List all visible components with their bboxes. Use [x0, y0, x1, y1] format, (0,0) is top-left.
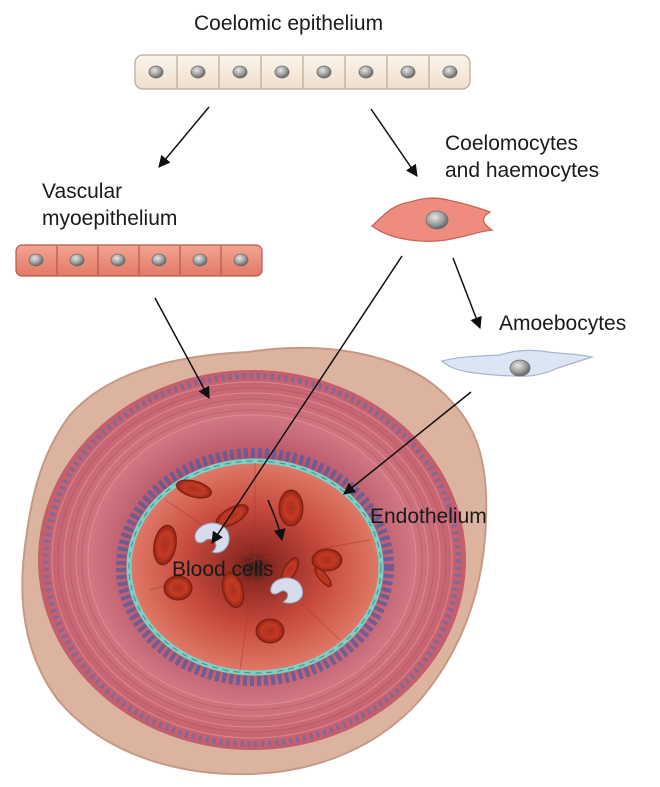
amoebocyte-cell: [442, 350, 592, 376]
label-coelomocytes-line1: Coelomocytes: [445, 130, 599, 157]
label-vascular-line1: Vascular: [42, 178, 177, 205]
label-blood-cells: Blood cells: [172, 556, 274, 583]
arrow-epithelium-to-vascular: [159, 107, 209, 167]
label-vascular-line2: myoepithelium: [42, 205, 177, 232]
arrow-epithelium-to-coelomocytes: [371, 109, 417, 176]
label-coelomic-epithelium: Coelomic epithelium: [194, 10, 383, 37]
coelomocyte-cell: [372, 198, 492, 241]
vascular-myoepithelium-cells: [16, 245, 262, 276]
arrow-coelomocytes-to-amoebocytes: [453, 258, 480, 328]
label-amoebocytes: Amoebocytes: [499, 310, 626, 337]
label-endothelium: Endothelium: [370, 503, 487, 530]
label-coelomocytes-line2: and haemocytes: [445, 157, 599, 184]
coelomic-epithelium-cells: [135, 55, 470, 89]
label-coelomocytes-haemocytes: Coelomocytes and haemocytes: [445, 130, 599, 184]
label-vascular-myoepithelium: Vascular myoepithelium: [42, 178, 177, 232]
